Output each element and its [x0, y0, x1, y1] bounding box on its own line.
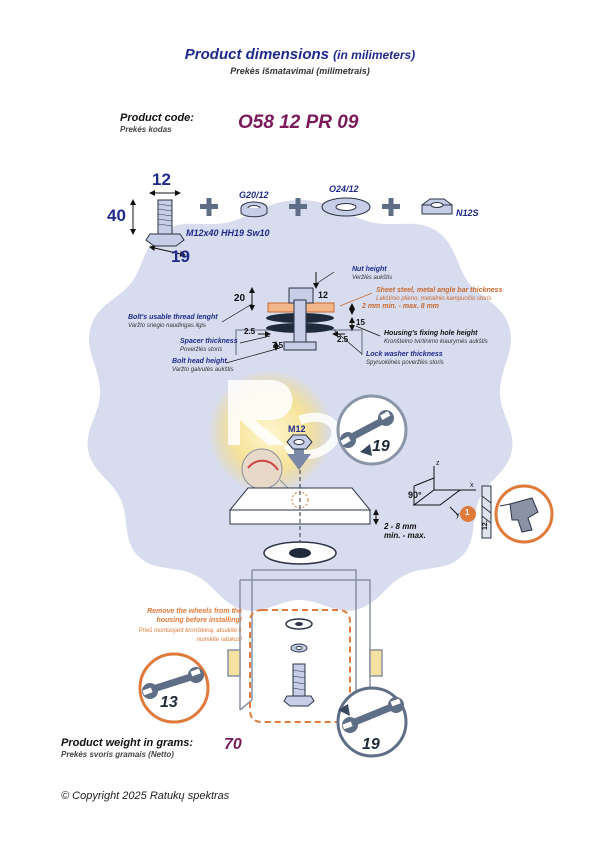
- step-arrow-icon: [460, 506, 476, 522]
- assembly-washer: [263, 541, 337, 565]
- dim-15: 15: [356, 318, 365, 327]
- bolt-head-dim: 19: [171, 247, 190, 266]
- axis-y: y: [456, 512, 460, 519]
- bolt-width-dim: 12: [152, 170, 171, 189]
- label-bolt-thread: Bolt's usable thread lenght Varžto srieg…: [128, 314, 218, 329]
- label-sheet-steel: Sheet steel, metal angle bar thickness L…: [376, 287, 503, 302]
- flat-washer-illustration: [321, 197, 371, 217]
- dim-7-5: 7.5: [272, 341, 284, 350]
- copyright: © Copyright 2025 Ratukų spektras: [61, 790, 230, 802]
- wrench-bottom-size: 19: [362, 736, 380, 753]
- bolt-spec: M12x40 HH19 Sw10: [186, 228, 270, 238]
- washer-g-label: G20/12: [239, 190, 269, 200]
- drill-icon: [494, 484, 554, 544]
- label-nut-height: Nut height Veržlės aukštis: [352, 266, 393, 281]
- m12-label: M12: [288, 424, 306, 434]
- wrench-rotation-icon: [360, 444, 372, 456]
- wrench-top-size: 19: [372, 438, 390, 455]
- product-code-label-lt: Prekės kodas: [120, 125, 172, 134]
- cross-section: [221, 271, 381, 364]
- dim-2-5-right: 2.5: [337, 335, 349, 344]
- dim-12: 12: [318, 290, 329, 300]
- dim-2-5-left: 2.5: [244, 327, 256, 336]
- product-code-value: O58 12 PR 09: [238, 112, 359, 133]
- page-title: Product dimensions (in milimeters): [184, 46, 416, 63]
- dim-20: 20: [234, 293, 246, 304]
- plate-thickness: 2 - 8 mm min. - max.: [384, 522, 426, 540]
- logo-mark: [228, 380, 293, 445]
- plus-icons: [200, 198, 400, 216]
- assembly-nut: [286, 434, 313, 450]
- label-lock-washer: Lock washer thickness Spyruoklinės pover…: [366, 351, 444, 366]
- bolt-illustration: [130, 190, 186, 257]
- angle-label: 90°: [408, 490, 422, 500]
- weight-label-lt: Prekės svoris gramais (Netto): [61, 750, 174, 759]
- drill-bit-icon: [481, 485, 492, 539]
- nut-label: N12S: [456, 208, 479, 218]
- wrench-left-size: 13: [160, 694, 178, 711]
- label-spacer: Spacer thickness Poveržlės storis: [180, 338, 238, 353]
- weight-value: 70: [224, 736, 242, 753]
- spring-washer-illustration: [240, 201, 268, 218]
- axis-x: x: [470, 482, 474, 489]
- warning-note: Remove the wheels from the housing befor…: [138, 608, 242, 643]
- bolt-length-dim: 40: [107, 206, 126, 225]
- label-housing-hole: Housing's fixing hole height Kronšteino …: [384, 330, 488, 345]
- mounting-plate: [228, 470, 379, 560]
- washer-o-label: O24/12: [329, 184, 359, 194]
- page-subtitle: Prekės išmatavimai (milimetrais): [230, 66, 370, 76]
- weight-label: Product weight in grams:: [61, 737, 194, 749]
- angle-diagram: [412, 466, 476, 516]
- label-bolt-head: Bolt head height Varžto galvutės aukštis: [172, 358, 234, 373]
- wrench-19-bottom: [336, 686, 408, 758]
- product-code-label: Product code:: [120, 112, 194, 124]
- dim-sheet-range: 2 mm min. - max. 8 mm: [362, 303, 440, 310]
- assembly-bolt-stack: [283, 618, 315, 707]
- nut-illustration: [421, 198, 453, 215]
- drill-size: 12.: [482, 520, 489, 530]
- wrench-13-left: [138, 652, 210, 724]
- axis-z: z: [436, 460, 440, 467]
- step-number: 1: [465, 508, 470, 517]
- wrench-19-top: [336, 394, 408, 466]
